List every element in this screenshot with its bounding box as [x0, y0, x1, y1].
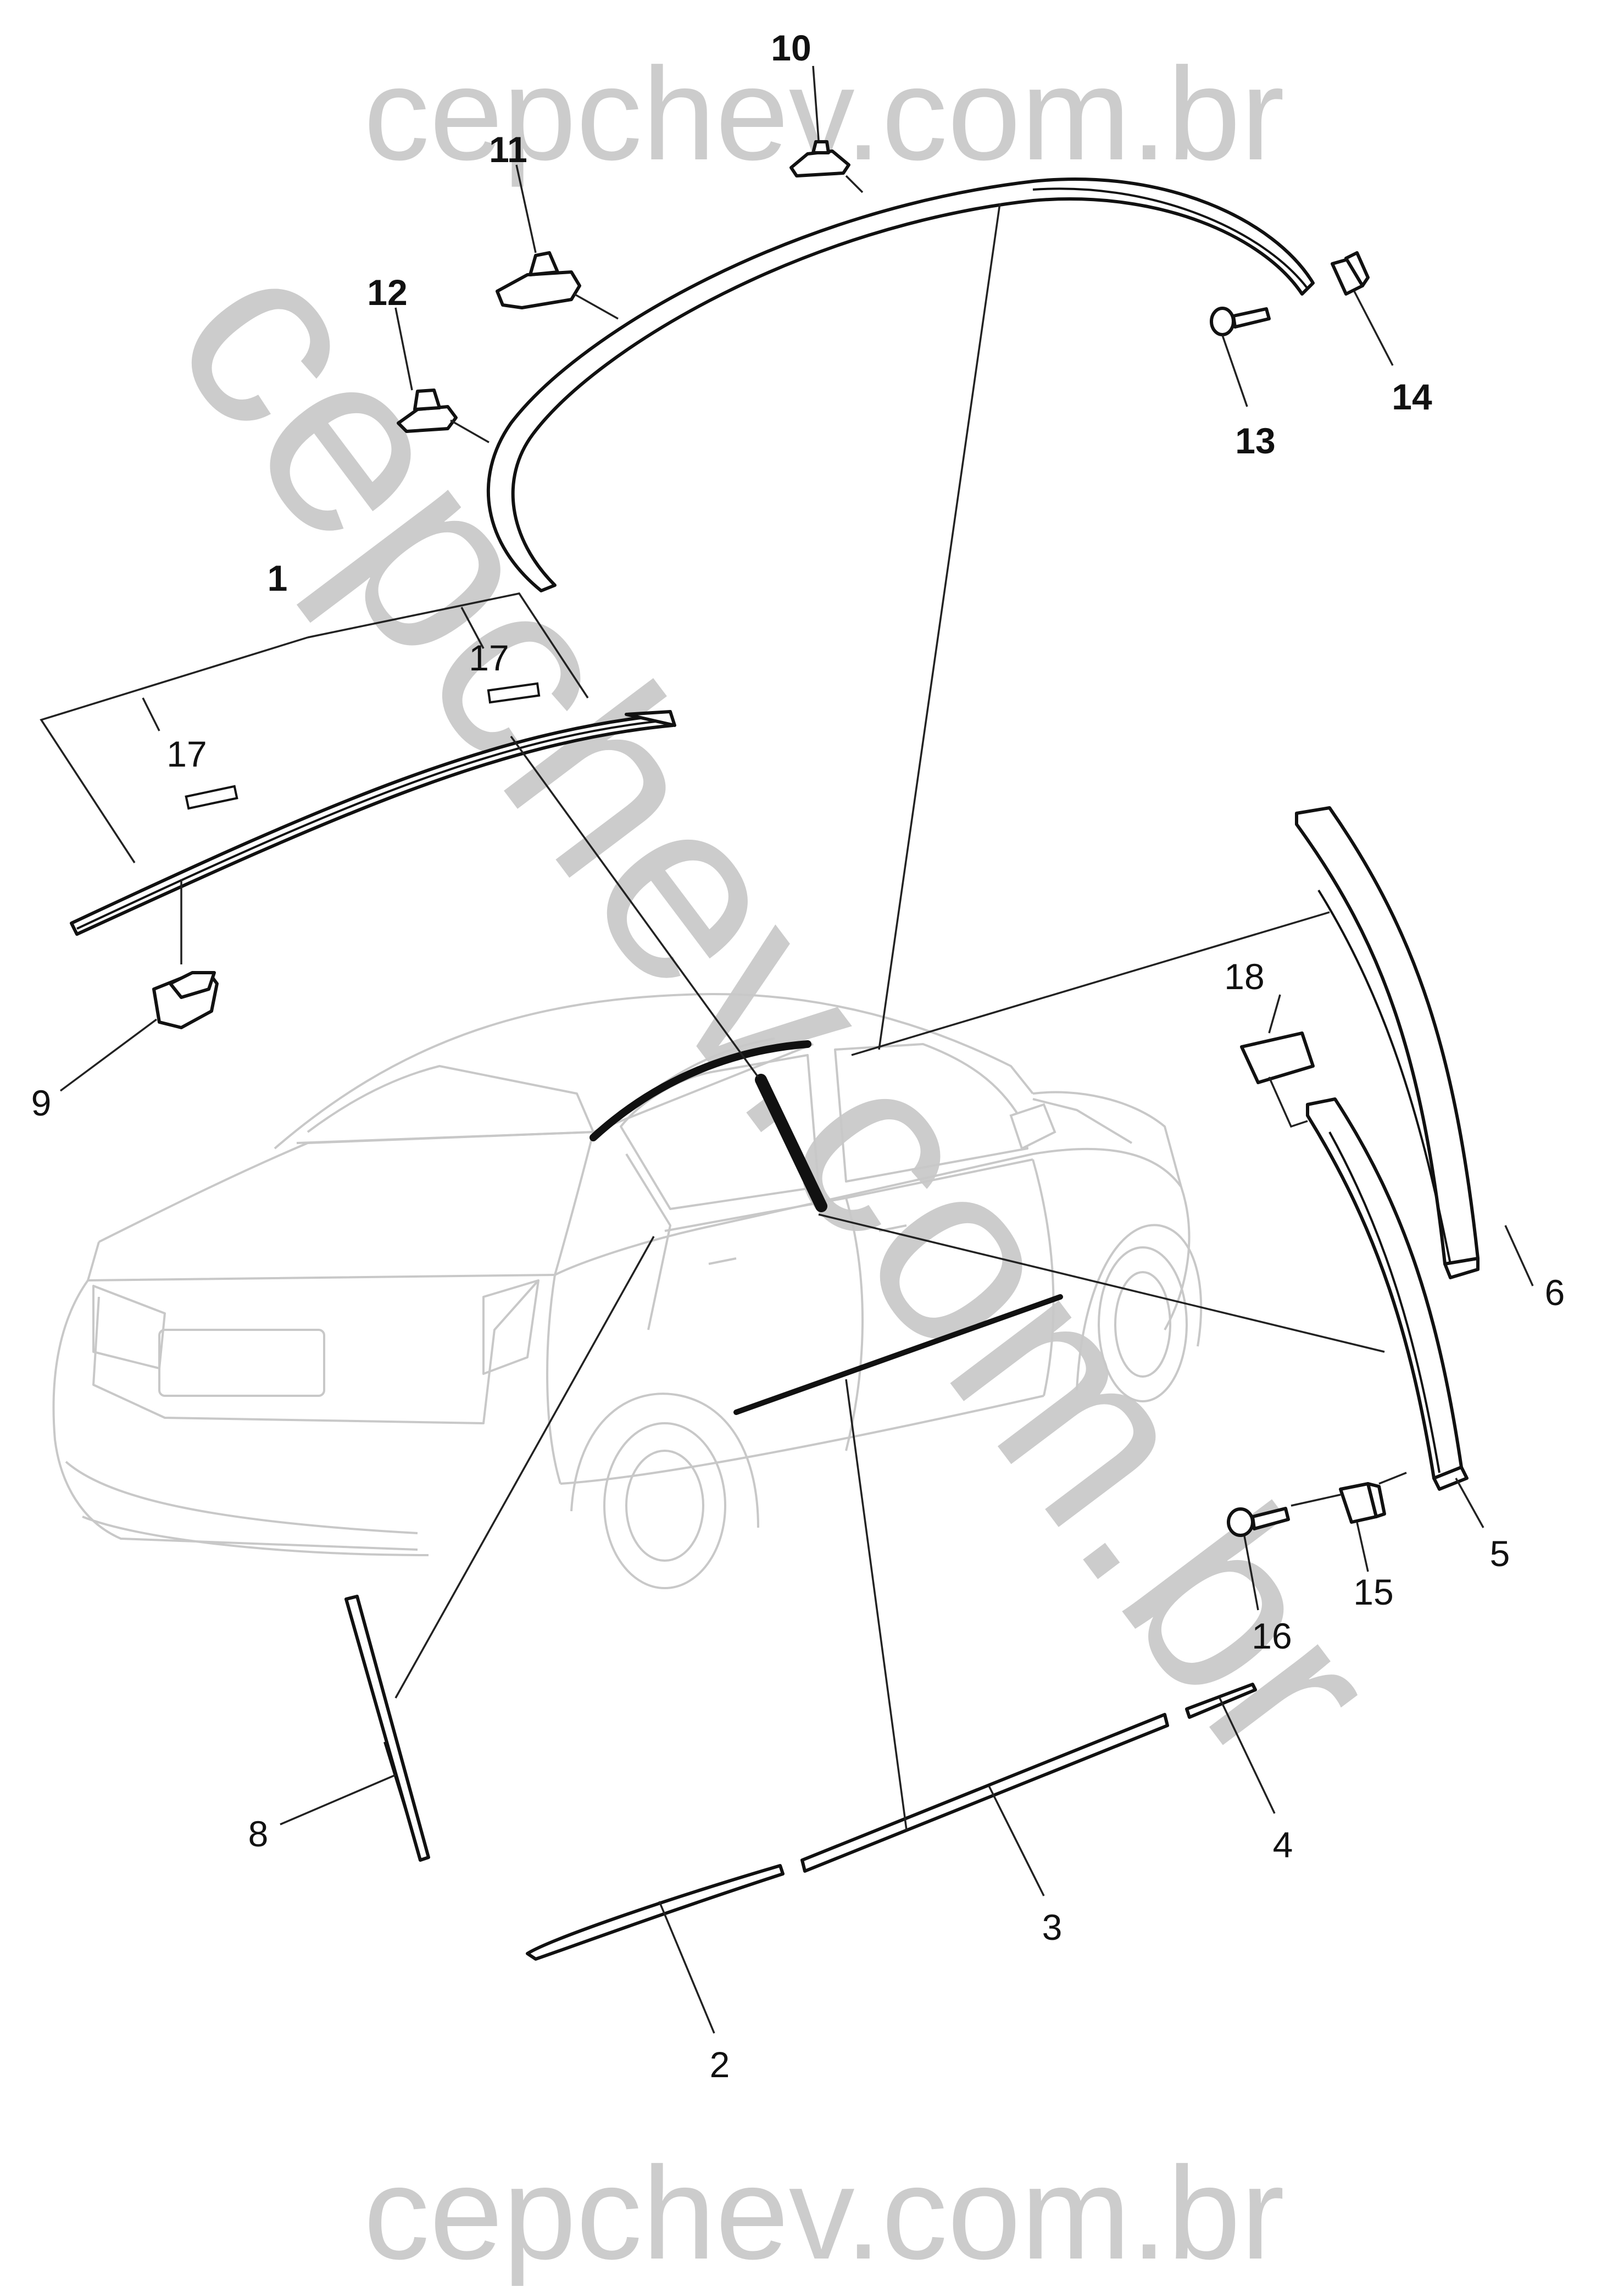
side-molding-3	[800, 1713, 1169, 1873]
leader-lines	[40, 65, 1534, 2034]
car-door-molding-highlight	[733, 1294, 1063, 1415]
callout-10: 10	[771, 27, 811, 68]
callout-17-left: 17	[166, 734, 207, 774]
callout-3: 3	[1042, 1907, 1063, 1947]
clip-10	[789, 140, 850, 177]
callout-labels: 1 2 3 4 5 6 8 9 10 11 12 13 14 15 16 17 …	[31, 27, 1565, 2085]
screw-16	[1227, 1507, 1290, 1537]
roof-rail-molding-1	[70, 710, 676, 936]
clip-11	[496, 251, 581, 309]
side-molding-2	[526, 1864, 785, 1961]
clip-9	[152, 971, 219, 1029]
callout-14: 14	[1392, 376, 1432, 417]
screw-13	[1210, 307, 1271, 336]
car-b-pillar-highlight	[755, 1074, 827, 1212]
pad-18	[1240, 1031, 1315, 1084]
callout-2: 2	[710, 2044, 730, 2085]
callout-13: 13	[1235, 420, 1275, 461]
pillar-applique-6	[1295, 806, 1480, 1279]
callout-17-right: 17	[469, 637, 509, 678]
tape-17-left	[185, 785, 238, 810]
clip-15	[1339, 1482, 1386, 1524]
car-roof-molding-highlight	[589, 1040, 811, 1141]
clip-12	[397, 389, 458, 433]
callout-8: 8	[248, 1813, 269, 1854]
clip-14	[1331, 251, 1370, 296]
watermark-bottom: cepchev.com.br	[364, 2139, 1284, 2286]
rear-door-molding-8	[344, 1595, 430, 1862]
roof-molding-arc	[486, 177, 1315, 592]
callout-12: 12	[367, 272, 407, 313]
callout-18: 18	[1224, 956, 1264, 997]
callout-6: 6	[1545, 1272, 1565, 1313]
callout-1: 1	[268, 558, 288, 598]
callout-16: 16	[1252, 1616, 1292, 1656]
callout-9: 9	[31, 1083, 52, 1123]
car-silhouette	[52, 993, 1203, 1589]
callout-11: 11	[489, 129, 527, 170]
callout-5: 5	[1490, 1533, 1510, 1574]
tape-17-right	[487, 682, 541, 704]
pillar-applique-5	[1306, 1097, 1469, 1491]
callout-4: 4	[1273, 1824, 1293, 1865]
callout-15: 15	[1353, 1572, 1393, 1612]
